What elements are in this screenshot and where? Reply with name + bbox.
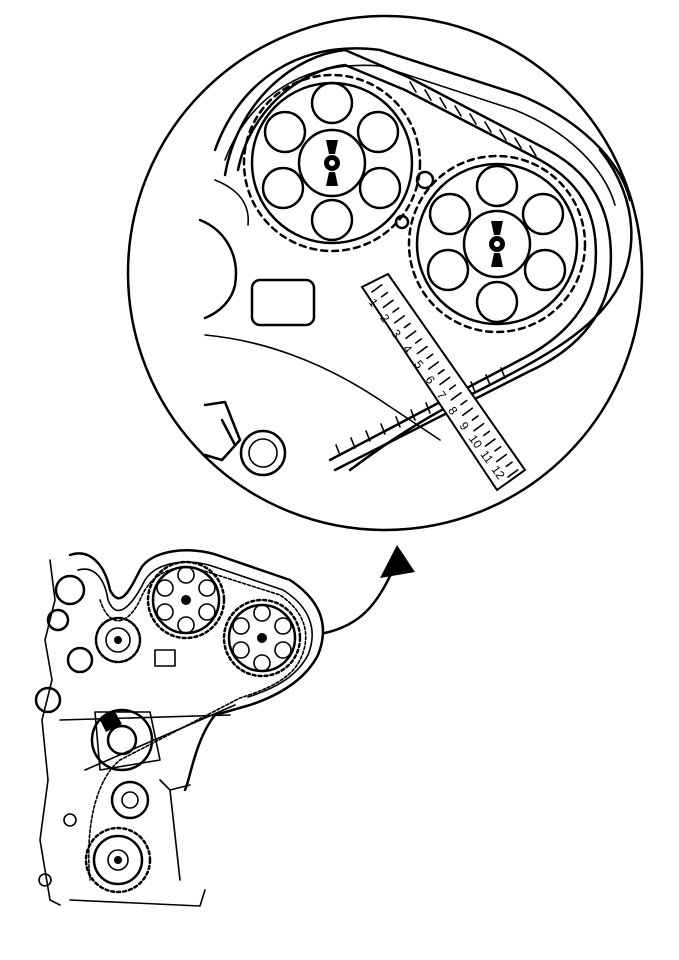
overview-engine-block: [39, 559, 61, 906]
curved-arrow-pointer: [323, 545, 415, 635]
bracket: [203, 400, 242, 462]
scale-tick: [461, 407, 474, 417]
scale-tick: [380, 291, 389, 298]
timing-cover-outline: [213, 47, 632, 202]
detail-circle-frame: [126, 14, 644, 532]
overview-cam-sprocket-1: [146, 560, 226, 640]
overview-water-pump: [110, 780, 150, 820]
scale-tick: [495, 453, 508, 463]
overview-crank-sprocket: [84, 826, 152, 894]
scale-tick: [382, 299, 394, 309]
overview-tensioner: [90, 708, 161, 772]
scale-tick: [505, 461, 513, 468]
scale-tick: [507, 469, 519, 478]
camshaft-sprocket-exhaust: [407, 154, 587, 334]
scale-tick: [439, 376, 451, 386]
scale-tick: [414, 338, 423, 344]
scale-tick: [450, 392, 462, 401]
stud: [415, 170, 435, 190]
scale-tick: [405, 330, 417, 340]
scale-tick: [392, 307, 400, 313]
scale-tick: [448, 384, 457, 391]
engine-block-edge: [198, 218, 238, 320]
scale-tick: [437, 368, 445, 375]
scale-tick: [484, 438, 496, 447]
scale-tick: [473, 422, 485, 432]
engine-cover-outline: [68, 549, 325, 792]
overview-cam-sprocket-2: [222, 598, 302, 678]
scale-tick: [482, 430, 491, 437]
camshaft-sprocket-intake: [242, 73, 422, 253]
scale-tick: [426, 353, 434, 360]
scale-tick: [403, 322, 411, 329]
scale-tick: [427, 361, 440, 370]
scale-tick: [371, 284, 383, 293]
scale-tick: [494, 445, 502, 452]
scale-tick: [471, 415, 479, 421]
scale-tick: [460, 399, 468, 406]
overview-timing-belt: [87, 566, 307, 881]
timing-belt: [236, 63, 598, 462]
bolt-circle: [239, 429, 287, 477]
scale-tick: [393, 314, 406, 324]
scale-tick: [416, 345, 428, 355]
overview-idler-pulley: [94, 616, 142, 664]
engine-front-overview: [34, 549, 325, 907]
cover-boss: [250, 278, 316, 327]
